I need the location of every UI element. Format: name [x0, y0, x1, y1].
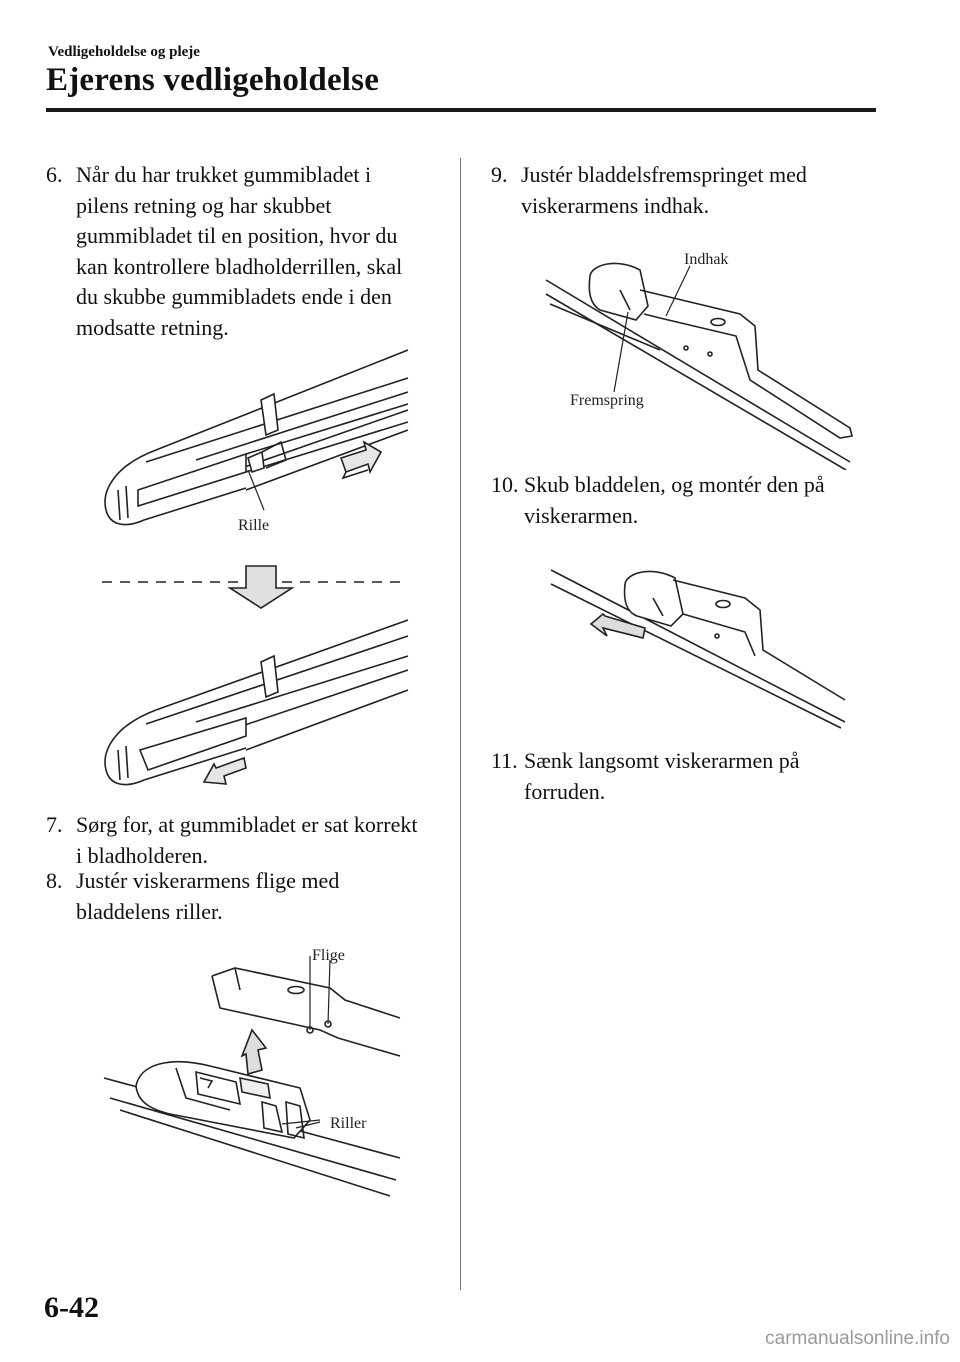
notch-protrusion-illustration: Indhak Fremspring — [545, 251, 853, 470]
section-label: Vedligeholdelse og pleje — [48, 44, 200, 60]
step-text-line: du skubbe gummibladets ende i den — [76, 284, 392, 309]
tabs-grooves-illustration: Flige Riller — [103, 947, 401, 1197]
label-riller: Riller — [330, 1115, 367, 1132]
step-text-line: Skub bladdelen, og montér den på — [524, 472, 825, 497]
step-text-line: viskerarmen. — [524, 502, 639, 528]
step-text-line: Justér bladdelsfremspringet med — [521, 162, 807, 187]
label-rille: Rille — [238, 517, 269, 534]
step-text-line: Når du har trukket gummibladet i — [76, 162, 372, 187]
step-text-line: Justér viskerarmens flige med — [76, 868, 340, 893]
step-number: 7. — [46, 812, 63, 837]
step-text-line: modsatte retning. — [76, 314, 229, 340]
step-number: 8. — [46, 868, 63, 893]
slide-blade-illustration — [550, 569, 846, 729]
chapter-title: Ejerens vedligeholdelse — [46, 62, 380, 98]
step-text-line: Sænk langsomt viskerarmen på — [524, 748, 800, 773]
step-text-line: Sørg for, at gummibladet er sat korrekt — [76, 812, 418, 837]
column-divider — [460, 158, 461, 1290]
step-number: 6. — [46, 162, 63, 187]
label-fremspring: Fremspring — [570, 392, 644, 409]
step-text-line: pilens retning og har skubbet — [76, 192, 332, 218]
step-number: 11. — [491, 748, 518, 773]
step-text-line: forruden. — [524, 778, 606, 804]
step-number: 9. — [491, 162, 508, 187]
header-rule — [46, 108, 876, 112]
watermark: carmanualsonline.info — [765, 1328, 950, 1349]
step-text-line: kan kontrollere bladholderrillen, skal — [76, 253, 403, 279]
blade-groove-illustration: Rille — [102, 349, 409, 786]
label-flige: Flige — [312, 947, 345, 964]
step-text-line: viskerarmens indhak. — [521, 192, 710, 218]
step-text-line: bladdelens riller. — [76, 898, 223, 924]
step-text-line: i bladholderen. — [76, 842, 208, 868]
page-number: 6-42 — [44, 1291, 99, 1324]
step-number: 10. — [491, 472, 519, 497]
step-text-line: gummibladet til en position, hvor du — [76, 223, 398, 248]
label-indhak: Indhak — [684, 251, 728, 268]
